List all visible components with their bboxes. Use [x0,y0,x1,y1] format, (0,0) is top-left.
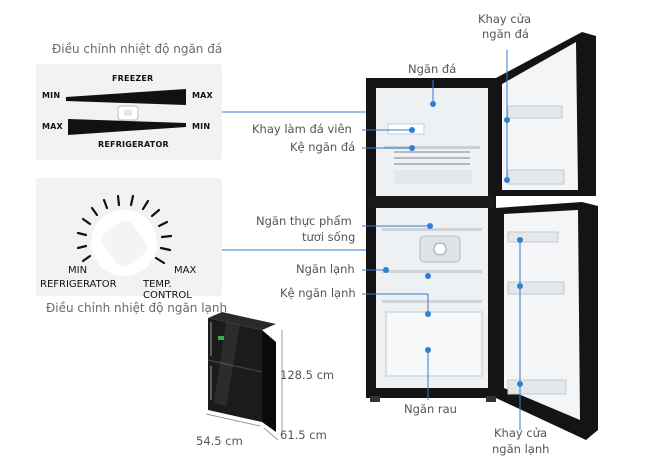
callout-door-tray-freezer-1: Khay cửa [478,12,531,26]
callout-fridge-shelf: Kệ ngăn lạnh [280,286,356,300]
callout-freezer-shelf: Kệ ngăn đá [290,140,356,154]
dimension-width: 54.5 cm [196,434,243,448]
dial-max-label: MAX [174,265,197,276]
dial-min-label: MIN [68,265,88,276]
callout-door-tray-fridge-1: Khay cửa [494,426,547,440]
callout-freezer: Ngăn đá [408,62,457,76]
dial-temp-control-label: TEMP. CONTROL [143,279,192,301]
dial-graphic [76,194,173,276]
fridge-control-caption: Điều chỉnh nhiệt độ ngăn lạnh [46,301,228,315]
callout-fresh-food-2: tươi sống [302,230,356,244]
dimension-depth: 61.5 cm [280,428,327,442]
dial-refrigerator-label: REFRIGERATOR [40,279,117,290]
min-label-bottom: MIN [192,122,211,131]
freezer-slider-panel: FREEZER MIN MAX MAX MIN REFRIGERATOR [36,64,222,160]
min-label-top: MIN [42,91,61,100]
dimension-height: 128.5 cm [280,368,335,382]
callout-vegetable: Ngăn rau [404,402,457,416]
callout-fridge: Ngăn lạnh [296,262,355,276]
callout-fresh-food-1: Ngăn thực phẩm [256,214,352,228]
refrigerator-label: REFRIGERATOR [98,140,169,149]
max-label-bottom: MAX [42,122,63,131]
callout-door-tray-freezer-2: ngăn đá [482,27,529,41]
callout-door-tray-fridge-2: ngăn lạnh [492,442,550,456]
freezer-label: FREEZER [112,74,154,83]
freezer-slider-graphic [66,89,186,135]
max-label-top: MAX [192,91,213,100]
fridge-dial-panel: MIN MAX REFRIGERATOR TEMP. CONTROL [36,178,222,301]
freezer-control-caption: Điều chỉnh nhiệt độ ngăn đá [52,42,223,56]
callout-ice-tray: Khay làm đá viên [252,122,352,136]
